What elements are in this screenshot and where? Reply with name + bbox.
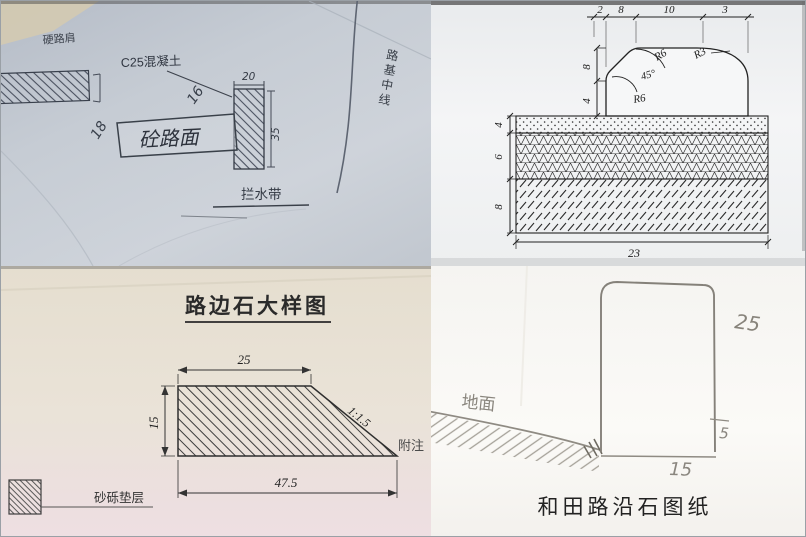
r6-bottom-label: R6	[631, 92, 647, 106]
bottom-right-drawing: 地面 25 5 15 和田路沿石图纸	[431, 266, 762, 519]
pavement-text: 砼路面	[138, 125, 202, 152]
radius-annotations: R6 R3 45° R6	[611, 45, 731, 106]
paper-fold-line	[1, 150, 94, 266]
dim-15-text: 15	[669, 459, 693, 481]
top-dim-chain: 2 8 10 3	[587, 4, 754, 67]
curb-base-line	[600, 455, 717, 458]
drawing-caption: 和田路沿石图纸	[538, 495, 713, 519]
panel-bottom-right-sketch: 地面 25 5 15 和田路沿石图纸	[431, 266, 805, 536]
layer-dim-6: 6	[493, 154, 505, 160]
dim-5-text: 5	[719, 424, 730, 443]
ground-hatch	[431, 412, 599, 472]
layer-gravel	[515, 132, 769, 180]
left-dim-8: 8	[581, 64, 593, 70]
hard-shoulder-label: 硬路肩	[42, 30, 76, 47]
bottom-left-drawing: 路边石大样图 25 1:1.5 15 47.5 附注	[1, 266, 431, 515]
layer-subgrade	[515, 178, 769, 234]
angle-45-label: 45°	[640, 68, 658, 83]
dim-20-text: 20	[242, 71, 256, 83]
photo-top-edge	[1, 266, 431, 269]
photo-right-edge	[802, 1, 805, 251]
dim-35: 35	[267, 90, 282, 168]
curb-block	[233, 88, 265, 170]
left-dim-15-text: 15	[146, 416, 161, 430]
top-dim-2: 2	[597, 4, 603, 16]
handwritten-18: 18	[88, 118, 111, 142]
dim-20: 20	[233, 71, 265, 89]
curb-profile	[605, 47, 749, 117]
paper-fold-line	[118, 208, 307, 266]
bottom-dim-47-5: 47.5	[177, 460, 398, 498]
c25-leader-line	[166, 70, 233, 98]
r3-label: R3	[691, 45, 709, 62]
photo-bottom-edge	[431, 258, 805, 266]
c25-concrete-label: C25混凝土	[121, 53, 182, 70]
panel-top-left-sketch: 硬路肩 C25混凝土 20 16 18 35 砼路面	[1, 1, 431, 266]
ground-label: 地面	[461, 392, 497, 414]
bottom-dim-47-5-text: 47.5	[275, 475, 298, 490]
left-dim-4: 4	[581, 98, 593, 104]
paper-crease	[520, 266, 528, 407]
photo-top-edge	[431, 1, 805, 5]
water-band-text: 拦水带	[241, 187, 282, 202]
photo-corner-paper	[1, 1, 99, 45]
bedding-legend: 砂砾垫层	[8, 479, 153, 515]
top-right-drawing: 2 8 10 3 R6 R3 45° R6 8	[431, 1, 805, 266]
top-dim-3: 3	[721, 4, 728, 16]
top-dim-25: 25	[177, 352, 312, 384]
dim-35-text: 35	[270, 127, 282, 141]
photo-top-edge	[1, 1, 431, 4]
drawing-title: 路边石大样图	[185, 294, 331, 323]
panel-bottom-left-detail: 路边石大样图 25 1:1.5 15 47.5 附注	[1, 266, 431, 536]
ground: 地面	[431, 392, 603, 472]
left-dim-15: 15	[146, 385, 175, 457]
dim-tick	[709, 418, 730, 422]
left-lower-dim-chain: 4 6 8	[493, 112, 516, 237]
layer-sand	[515, 115, 769, 134]
left-upper-dim-chain: 8 4	[581, 44, 606, 120]
water-band: 拦水带	[180, 187, 310, 219]
curb-trapezoid	[177, 385, 400, 457]
top-dim-8: 8	[618, 4, 624, 16]
bedding-label-text: 砂砾垫层	[94, 490, 144, 505]
base-layers	[515, 115, 769, 234]
pavement-box: 砼路面	[116, 113, 238, 158]
bottom-dim-23: 23	[628, 246, 640, 260]
paper-fold-line	[308, 1, 431, 60]
bedding-swatch	[8, 479, 42, 515]
curb-outline	[600, 281, 716, 453]
top-left-drawing: 硬路肩 C25混凝土 20 16 18 35 砼路面	[1, 1, 431, 266]
road-centerline-text: 路基中线	[376, 46, 400, 109]
layer-dim-8: 8	[493, 204, 505, 210]
top-dim-25-text: 25	[238, 352, 252, 367]
panel-top-right-section: 2 8 10 3 R6 R3 45° R6 8	[431, 1, 805, 266]
shoulder-strip	[1, 69, 101, 105]
layer-dim-4: 4	[493, 122, 505, 128]
bottom-dim-chain: 23	[512, 235, 772, 260]
title-text: 路边石大样图	[185, 294, 329, 318]
paper-crease	[1, 275, 431, 291]
handwritten-16: 16	[184, 83, 207, 107]
dim-25-text: 25	[733, 309, 762, 336]
top-dim-10: 10	[664, 4, 676, 16]
note-label: 附注	[398, 438, 424, 453]
